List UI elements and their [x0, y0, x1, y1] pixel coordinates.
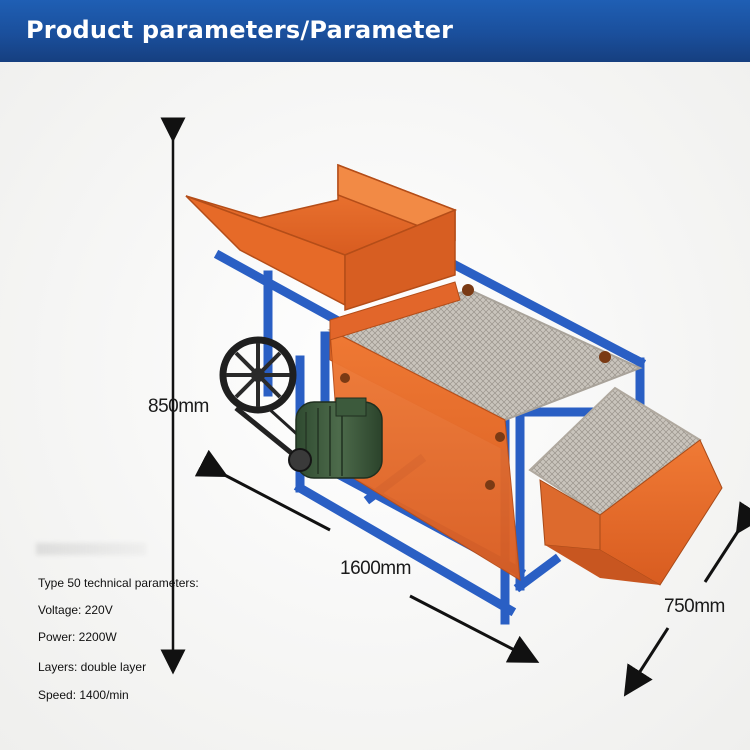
length-dimension-arrow	[194, 449, 540, 663]
spec-speed: Speed: 1400/min	[38, 688, 129, 702]
discharge-chute	[528, 386, 723, 586]
blurred-text-smudge	[36, 543, 146, 555]
page-title: Product parameters/Parameter	[26, 16, 454, 44]
electric-motor	[288, 397, 383, 479]
length-dimension-label: 1600mm	[340, 558, 411, 579]
header-banner: Product parameters/Parameter	[0, 0, 750, 62]
spec-heading: Type 50 technical parameters:	[38, 576, 199, 590]
width-dimension-label: 750mm	[664, 596, 725, 617]
width-dimension-arrow	[623, 501, 750, 697]
sieve-box	[327, 288, 643, 581]
height-dimension-label: 850mm	[148, 396, 209, 417]
spec-layers: Layers: double layer	[38, 660, 147, 674]
frame-rollers	[462, 284, 611, 363]
spec-power: Power: 2200W	[38, 630, 117, 644]
spec-voltage: Voltage: 220V	[38, 603, 113, 617]
feed-hopper	[185, 163, 461, 341]
